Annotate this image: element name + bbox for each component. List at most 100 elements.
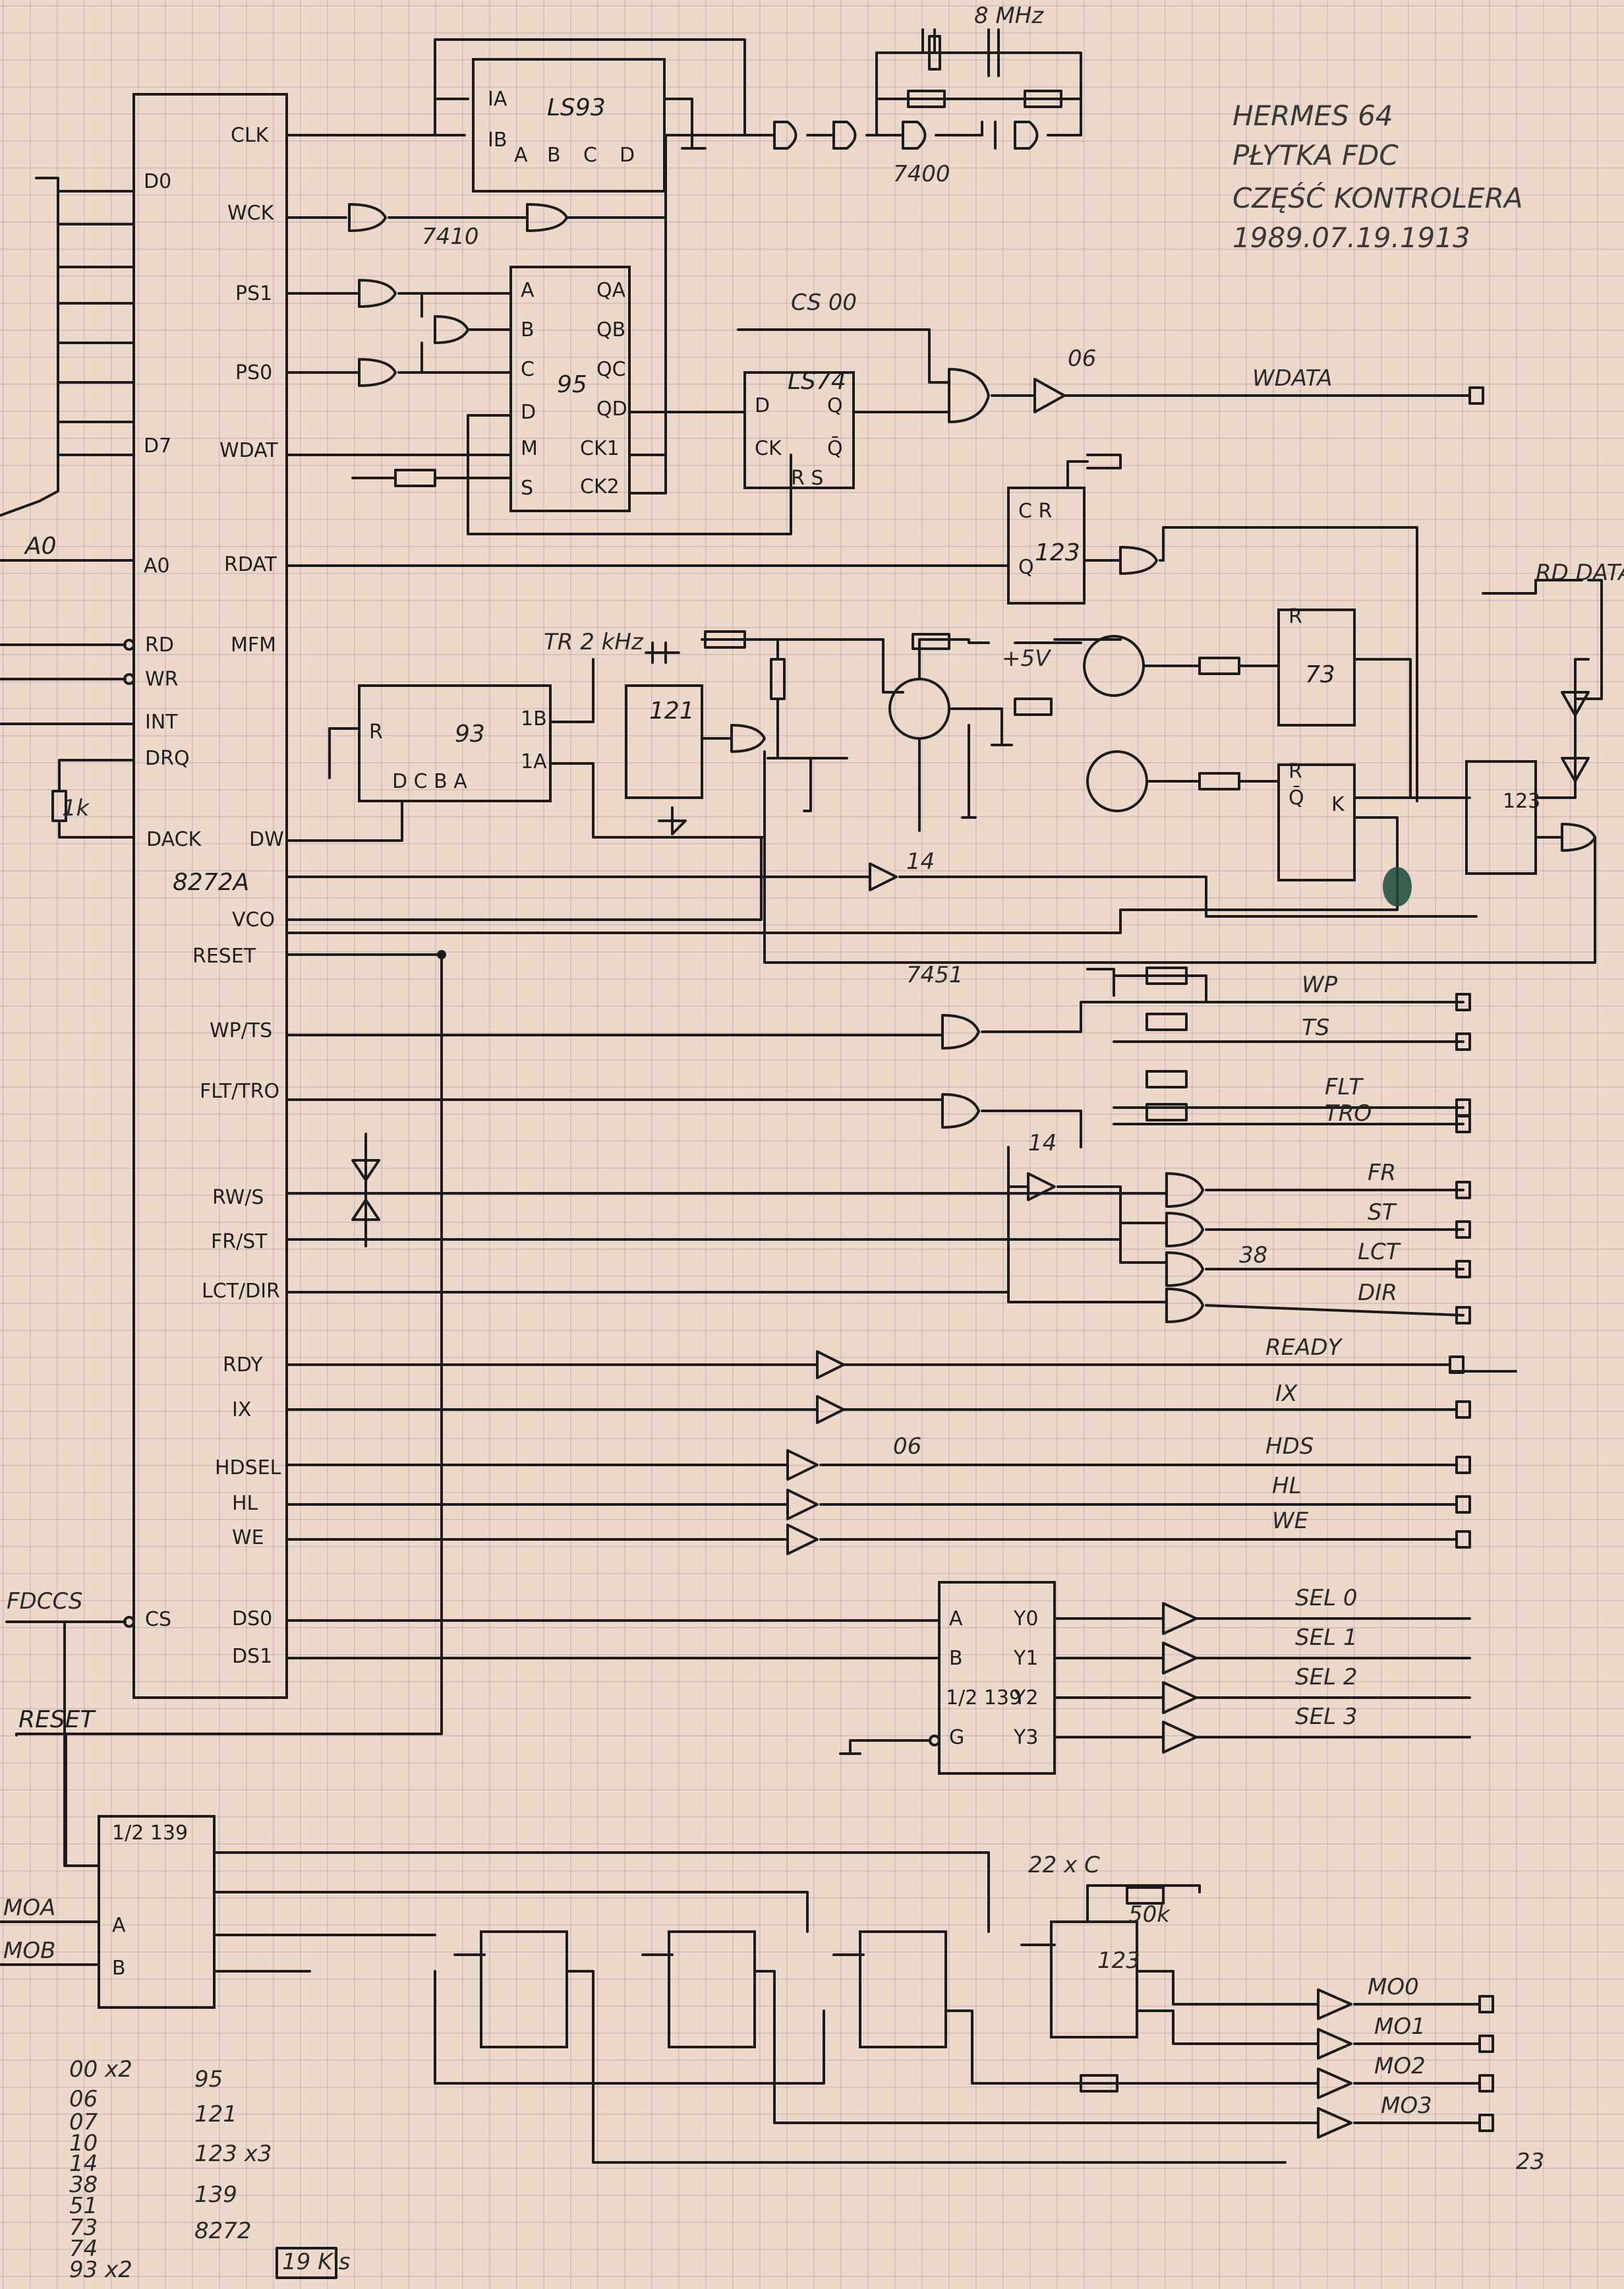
pin-rdat: RDAT [224, 553, 277, 576]
gate-7400-label: 7400 [893, 161, 950, 187]
svg-text:D C B A: D C B A [392, 770, 467, 793]
output-rd-data: RD DATA [1536, 560, 1624, 586]
parts-left-7: 73 [69, 2215, 98, 2241]
output-dir: DIR [1358, 1280, 1397, 1306]
pin-wck: WCK [227, 202, 275, 225]
pullup-resistors [1086, 966, 1464, 1125]
pin-ds1: DS1 [232, 1645, 272, 1668]
pin-ix: IX [232, 1398, 251, 1421]
parts-left-1: 06 [69, 2086, 98, 2112]
svg-text:Q: Q [827, 394, 843, 417]
diode-pair [351, 1133, 380, 1247]
pin-rd: RD [145, 634, 174, 657]
lct-connector [1455, 1260, 1471, 1278]
parts-left-6: 51 [69, 2193, 98, 2219]
input-mob: MOB [3, 1938, 55, 1964]
pin-rdy: RDY [223, 1353, 263, 1377]
motor-monos [213, 1851, 1287, 2164]
pin-hl: HL [232, 1492, 258, 1515]
chip-121 [625, 684, 703, 799]
fr-connector [1455, 1181, 1471, 1199]
svg-text:Y1: Y1 [1013, 1647, 1038, 1670]
wdat-resistor [351, 469, 512, 487]
pin-wr: WR [145, 668, 179, 691]
svg-text:B: B [521, 318, 535, 342]
we-connector [1455, 1530, 1471, 1549]
svg-text:1A: 1A [521, 750, 547, 773]
output-sel2: SEL 2 [1295, 1664, 1357, 1690]
decoder-top-label: 1/2 139 [946, 1686, 1022, 1709]
chip-123-right [1465, 760, 1537, 875]
ts-connector [1455, 1032, 1471, 1051]
drq-pullup [51, 759, 135, 839]
gate-38-label: 38 [1239, 1242, 1267, 1268]
svg-text:D: D [521, 401, 536, 424]
rd-inversion [123, 639, 135, 651]
pin-a0: A0 [144, 554, 170, 578]
parts-right-0: 95 [194, 2066, 223, 2093]
inverter-14-label: 14 [1028, 1130, 1057, 1156]
svg-text:Y3: Y3 [1013, 1726, 1038, 1749]
input-reset: RESET [18, 1706, 96, 1733]
svg-text:B: B [547, 144, 561, 167]
cs-to-decoder [63, 1620, 100, 1867]
trimmer-label: TR 2 kHz [544, 629, 644, 655]
gates-7451 [941, 1001, 1214, 1148]
pin-wpts: WP/TS [210, 1019, 272, 1042]
svg-text:CK1: CK1 [580, 437, 620, 460]
cs-inversion [123, 1616, 135, 1628]
svg-text:Q: Q [1018, 556, 1034, 579]
output-mo3: MO3 [1381, 2093, 1432, 2119]
wdata-nand [852, 368, 990, 423]
motor-buffers [1205, 1988, 1494, 2139]
parts-left-4: 14 [69, 2151, 98, 2177]
chip-95 [509, 266, 631, 512]
ix-line [285, 1395, 1458, 1424]
gate-06b-label: 06 [893, 1433, 921, 1460]
svg-text:K: K [1331, 793, 1345, 816]
pin-dack: DACK [146, 828, 202, 851]
svg-text:Y2: Y2 [1013, 1686, 1038, 1709]
svg-text:123: 123 [1503, 790, 1540, 813]
svg-text:R: R [1289, 605, 1302, 628]
pin-rws: RW/S [212, 1186, 264, 1209]
dir-connector [1455, 1306, 1471, 1324]
svg-text:G: G [949, 1726, 964, 1749]
svg-text:QC: QC [596, 358, 626, 381]
pin-ds0: DS0 [232, 1607, 272, 1630]
svg-text:R: R [1289, 760, 1302, 783]
pin-d0: D0 [144, 170, 171, 193]
pin-hdsel: HDSEL [215, 1456, 281, 1479]
output-ready: READY [1265, 1334, 1343, 1361]
pll-analog [701, 630, 1280, 832]
svg-text:Q̄: Q̄ [1289, 786, 1304, 810]
controller-8272a [132, 93, 288, 1699]
chip-123-top [1007, 487, 1086, 605]
parts-list: 00 x2 06 07 10 14 38 51 73 74 93 x2 95 1… [69, 2056, 350, 2283]
output-st: ST [1368, 1199, 1397, 1226]
svg-text:QD: QD [596, 398, 627, 421]
r50k [1126, 1886, 1165, 1905]
pin-int: INT [145, 711, 178, 734]
svg-text:C: C [583, 144, 597, 167]
svg-text:D: D [620, 144, 635, 167]
svg-text:IA: IA [488, 88, 508, 111]
pin-clk: CLK [231, 124, 270, 147]
gate-after-121 [701, 724, 766, 753]
svg-text:A: A [112, 1914, 126, 1937]
parts-left-2: 07 [69, 2109, 98, 2135]
mono123-label: 123 [1035, 539, 1080, 566]
output-mo2: MO2 [1374, 2053, 1426, 2079]
svg-text:S: S [521, 477, 533, 500]
svg-text:A: A [949, 1607, 963, 1630]
output-wp: WP [1302, 972, 1338, 998]
output-ix: IX [1275, 1381, 1298, 1407]
tro-connector [1455, 1115, 1471, 1133]
svg-text:C: C [521, 358, 535, 381]
svg-text:QB: QB [596, 318, 625, 342]
decoder-g-ground [839, 1739, 931, 1755]
svg-text:R: R [369, 721, 383, 744]
page-number: 23 [1516, 2149, 1544, 2175]
input-a0: A0 [24, 533, 57, 560]
